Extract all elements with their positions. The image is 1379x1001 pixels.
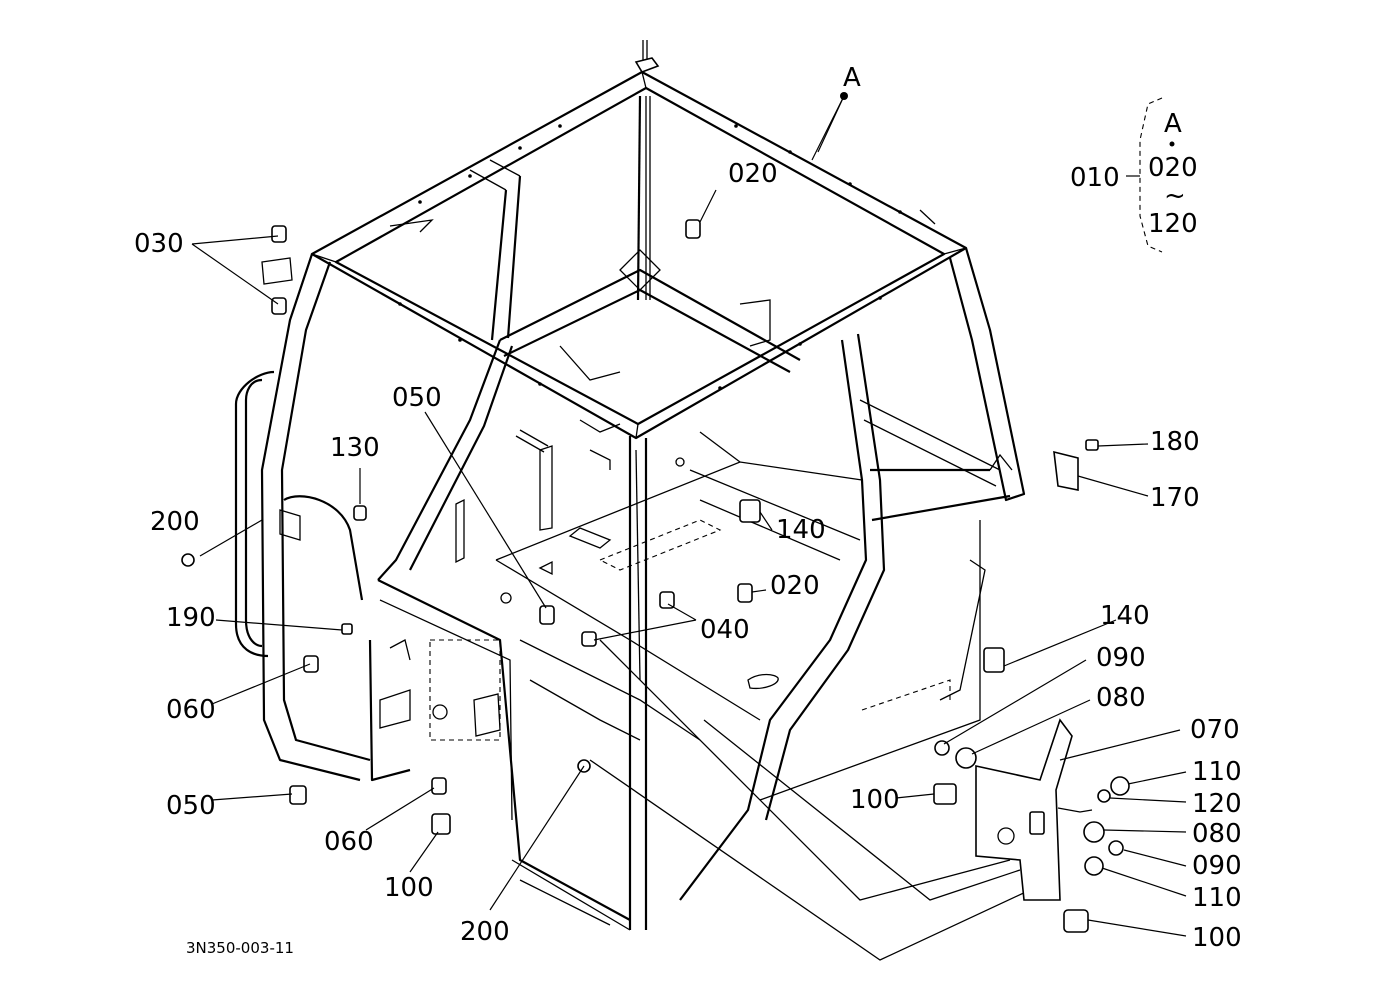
legend-range-end: 120 <box>1148 209 1198 239</box>
part-040-b <box>581 631 597 647</box>
callout-020-lower: 020 <box>770 571 820 601</box>
callout-070: 070 <box>1190 715 1240 745</box>
part-110-upper <box>1110 776 1130 796</box>
roof-bolt-holes <box>398 124 902 390</box>
callout-110-upper: 110 <box>1192 757 1242 787</box>
legend-range-sep: ~ <box>1164 181 1186 211</box>
part-120 <box>1097 789 1111 803</box>
callout-100-bottom: 100 <box>1192 923 1242 953</box>
part-100-detail <box>933 783 957 805</box>
part-030-upper <box>271 225 287 243</box>
leader-lines <box>191 92 1187 937</box>
part-090-right <box>1108 840 1124 856</box>
part-140-upper <box>739 499 761 523</box>
callout-030: 030 <box>134 229 184 259</box>
callout-080-upper: 080 <box>1096 683 1146 713</box>
callout-090-upper: 090 <box>1096 643 1146 673</box>
callout-200-mid: 200 <box>460 917 510 947</box>
callout-090-lower: 090 <box>1192 851 1242 881</box>
callout-060-mid: 060 <box>324 827 374 857</box>
callout-180: 180 <box>1150 427 1200 457</box>
part-080-left <box>955 747 977 769</box>
callout-200-left: 200 <box>150 507 200 537</box>
part-040-a <box>659 591 675 609</box>
callout-110-lower: 110 <box>1192 883 1242 913</box>
callout-100-mid: 100 <box>384 873 434 903</box>
part-180 <box>1085 439 1099 451</box>
part-020-upper <box>685 219 701 239</box>
part-050-left <box>289 785 307 805</box>
part-190 <box>341 623 353 635</box>
callout-050-upper: 050 <box>392 383 442 413</box>
callout-140-upper: 140 <box>776 515 826 545</box>
part-130 <box>353 505 367 521</box>
part-200-left <box>181 553 195 567</box>
cabin-frame <box>234 40 1031 961</box>
part-090-left <box>934 740 950 756</box>
callout-140-lower: 140 <box>1100 601 1150 631</box>
part-100-bottom <box>1063 909 1089 933</box>
part-060-mid <box>431 777 447 795</box>
callout-130: 130 <box>330 433 380 463</box>
part-070-bracket <box>975 718 1073 901</box>
callout-080-lower: 080 <box>1192 819 1242 849</box>
part-140-lower <box>983 647 1005 673</box>
part-060-left <box>303 655 319 673</box>
assembly-label-A: A <box>843 63 861 93</box>
callout-100-detail: 100 <box>850 785 900 815</box>
part-020-lower <box>737 583 753 603</box>
drawing-number: 3N350-003-11 <box>186 939 294 957</box>
part-080-right <box>1083 821 1105 843</box>
legend-range-start: 020 <box>1148 153 1198 183</box>
legend-ref: A <box>1164 109 1182 139</box>
callout-120: 120 <box>1192 789 1242 819</box>
legend-part: 010 <box>1070 163 1120 193</box>
callout-060-left: 060 <box>166 695 216 725</box>
part-050-upper <box>539 605 555 625</box>
parts <box>181 219 1130 933</box>
callout-020-top: 020 <box>728 159 778 189</box>
callout-050-lower: 050 <box>166 791 216 821</box>
part-110-lower <box>1084 856 1104 876</box>
callout-190: 190 <box>166 603 216 633</box>
callout-040: 040 <box>700 615 750 645</box>
callout-labels: A 010 A 020 ~ 120 020 030 050 130 200 19… <box>134 63 1242 957</box>
part-030-lower <box>271 297 287 315</box>
callout-170: 170 <box>1150 483 1200 513</box>
part-170 <box>1053 450 1079 491</box>
part-100-mid <box>431 813 451 835</box>
